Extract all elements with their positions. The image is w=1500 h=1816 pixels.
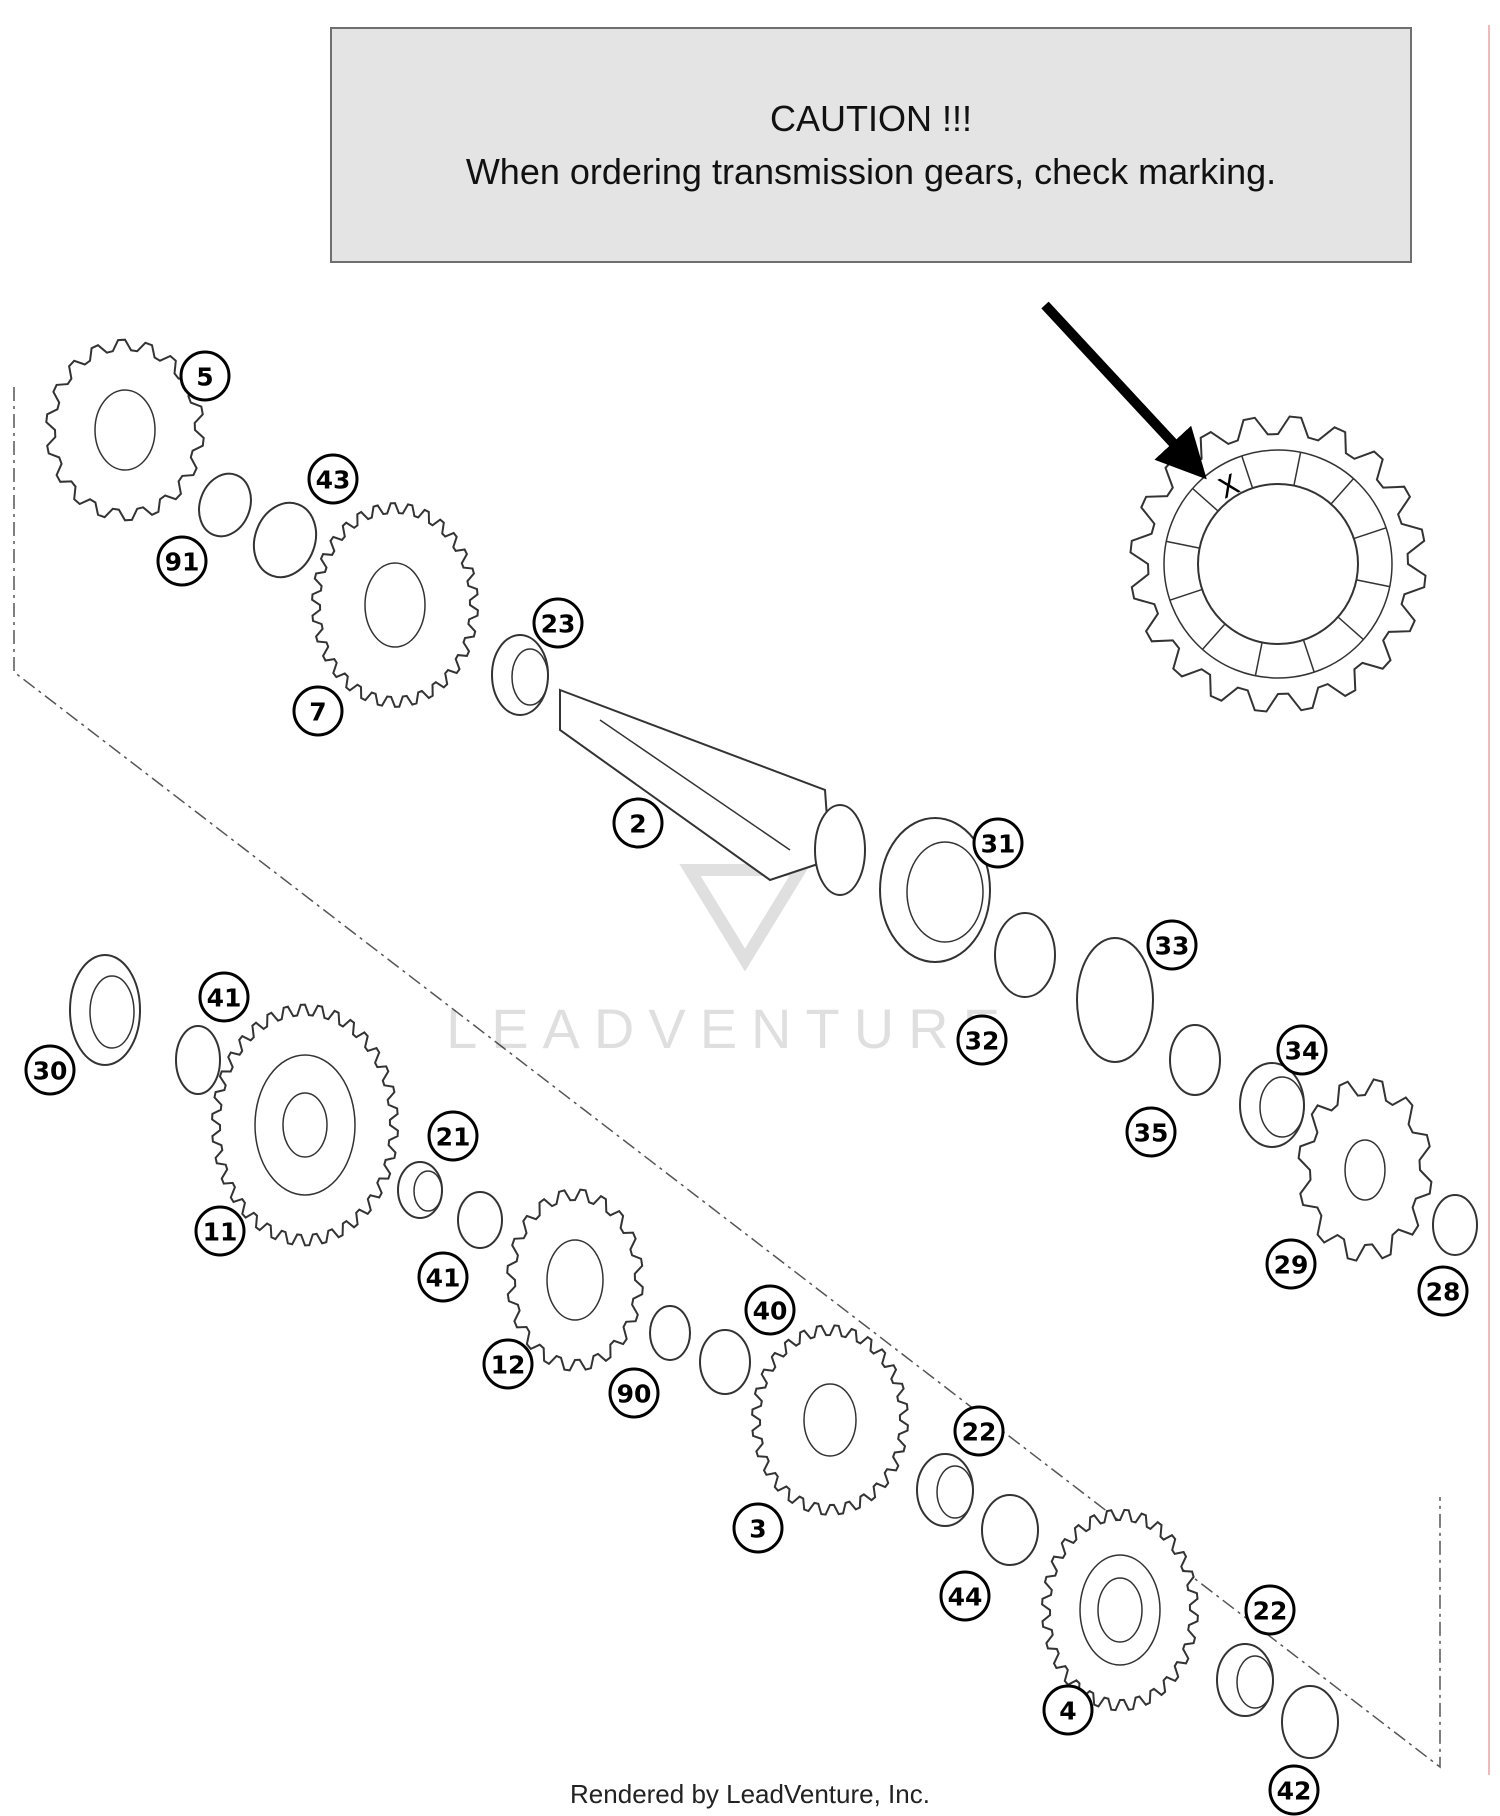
callout-30: 30 — [24, 1044, 76, 1096]
callout-label: 4 — [1059, 1697, 1076, 1726]
part-30-bearing — [69, 954, 141, 1066]
callout-label: 28 — [1426, 1278, 1461, 1307]
callout-label: 34 — [1285, 1037, 1320, 1066]
callout-label: 32 — [965, 1027, 1000, 1056]
callout-label: 31 — [981, 830, 1016, 859]
callout-label: 40 — [753, 1297, 788, 1326]
callout-label: 91 — [165, 548, 200, 577]
callout-41: 41 — [198, 971, 250, 1023]
callout-23: 23 — [532, 597, 584, 649]
watermark: LEADVENTURE — [446, 864, 1014, 1060]
watermark-text: LEADVENTURE — [446, 997, 1014, 1060]
callout-label: 35 — [1134, 1119, 1169, 1148]
part-11-gear — [211, 1003, 399, 1247]
callout-34: 34 — [1276, 1024, 1328, 1076]
part-31-bearing — [879, 817, 991, 963]
part-35-o-ring — [1169, 1024, 1221, 1096]
callout-33: 33 — [1146, 919, 1198, 971]
callout-40: 40 — [744, 1284, 796, 1336]
callout-35: 35 — [1125, 1106, 1177, 1158]
callout-label: 43 — [316, 466, 351, 495]
part-44-washer — [981, 1494, 1039, 1566]
page-edge-line — [1488, 25, 1490, 1775]
part-34-spacer — [1239, 1062, 1305, 1148]
part-5-gear — [45, 338, 205, 522]
callout-21: 21 — [427, 1110, 479, 1162]
part-43-washer — [252, 501, 318, 579]
callout-11: 11 — [194, 1205, 246, 1257]
callout-28: 28 — [1417, 1265, 1469, 1317]
caution-box: CAUTION !!! When ordering transmission g… — [330, 27, 1412, 263]
callout-label: 22 — [962, 1418, 997, 1447]
marking-arrow — [1041, 301, 1207, 480]
part-32-washer — [994, 912, 1056, 998]
part-28-circlip — [1432, 1194, 1478, 1256]
part-40-washer — [699, 1329, 751, 1395]
caution-text: When ordering transmission gears, check … — [465, 151, 1277, 192]
callout-label: 90 — [617, 1380, 652, 1409]
part-22-bushing-a — [916, 1453, 974, 1527]
callout-label: 29 — [1274, 1251, 1309, 1280]
callout-32: 32 — [956, 1014, 1008, 1066]
callout-42: 42 — [1268, 1764, 1320, 1816]
callout-label: 33 — [1155, 932, 1190, 961]
callout-5: 5 — [179, 350, 231, 402]
callout-label: 22 — [1253, 1597, 1288, 1626]
callout-label: 12 — [491, 1351, 526, 1380]
callout-label: 23 — [541, 610, 576, 639]
callout-label: 41 — [207, 984, 242, 1013]
part-41-washer-a — [175, 1025, 221, 1095]
footer-credit: Rendered by LeadVenture, Inc. — [570, 1779, 930, 1809]
callout-2: 2 — [612, 797, 664, 849]
part-21-bushing — [397, 1161, 443, 1219]
assembly-frame — [13, 387, 1441, 1769]
callout-label: 11 — [203, 1218, 238, 1247]
part-42-washer — [1281, 1685, 1339, 1759]
caution-title: CAUTION !!! — [769, 98, 972, 139]
callout-label: 41 — [426, 1264, 461, 1293]
part-23-bushing — [491, 634, 549, 716]
part-4-gear — [1041, 1508, 1199, 1712]
callout-31: 31 — [972, 817, 1024, 869]
part-22-bushing-b — [1216, 1643, 1274, 1717]
callout-7: 7 — [292, 685, 344, 737]
callout-label: 2 — [629, 810, 646, 839]
callout-label: 44 — [948, 1583, 983, 1612]
callout-91: 91 — [156, 535, 208, 587]
callout-4: 4 — [1042, 1684, 1094, 1736]
callout-label: 42 — [1277, 1777, 1312, 1806]
callout-12: 12 — [482, 1338, 534, 1390]
part-29-sprocket — [1297, 1078, 1433, 1262]
callout-22: 22 — [1244, 1584, 1296, 1636]
callout-label: 5 — [196, 363, 213, 392]
callout-label: 7 — [309, 698, 326, 727]
callout-3: 3 — [732, 1502, 784, 1554]
part-3-gear — [751, 1324, 909, 1516]
marking-detail-gear: X — [1129, 415, 1427, 713]
part-41-washer-b — [457, 1191, 503, 1249]
callout-label: 21 — [436, 1123, 471, 1152]
part-90-circlip — [649, 1305, 691, 1361]
callout-41: 41 — [417, 1251, 469, 1303]
part-7-gear — [311, 502, 479, 708]
callout-90: 90 — [608, 1367, 660, 1419]
callout-label: 3 — [749, 1515, 766, 1544]
part-33-seal — [1076, 937, 1154, 1063]
callout-label: 30 — [33, 1057, 68, 1086]
callout-22: 22 — [953, 1405, 1005, 1457]
part-12-gear — [506, 1188, 644, 1372]
part-2-shaft — [559, 688, 866, 896]
callout-29: 29 — [1265, 1238, 1317, 1290]
callout-44: 44 — [939, 1570, 991, 1622]
callout-43: 43 — [307, 453, 359, 505]
part-91-circlip — [198, 472, 252, 538]
